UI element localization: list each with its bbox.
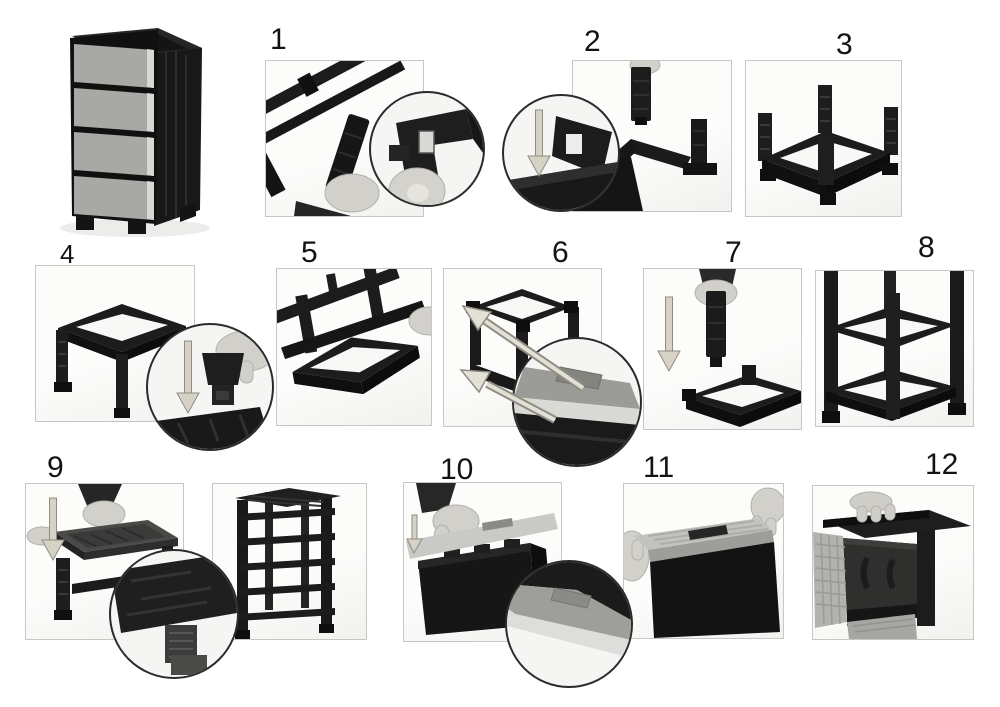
stacked-frame-tower-illustration	[822, 271, 966, 423]
drawer-front-detail-illustration	[507, 562, 631, 658]
frame-corner-and-hand-illustration	[266, 61, 406, 216]
step-1-magnifier-inset	[369, 91, 485, 207]
down-arrow-icon	[406, 514, 423, 555]
step-number-1: 1	[270, 23, 287, 56]
step-number-11: 11	[643, 451, 675, 484]
step-number-4: 4	[60, 239, 75, 269]
down-arrow-icon	[657, 296, 681, 373]
step-number-5: 5	[301, 236, 318, 269]
step-number-7: 7	[725, 236, 742, 269]
step-3-photo	[745, 60, 902, 217]
step-8-photo	[815, 270, 974, 427]
step-number-8: 8	[918, 231, 935, 264]
step-9-magnifier-inset	[109, 549, 239, 679]
down-arrow-icon	[527, 109, 551, 178]
assembled-frame-tower-illustration	[235, 488, 341, 639]
step-4-magnifier-inset	[146, 323, 274, 451]
step-10-magnifier-inset	[505, 560, 633, 688]
connector-cup-detail-illustration	[148, 330, 272, 449]
step-number-2: 2	[584, 25, 601, 58]
foot-detail-illustration	[111, 556, 237, 675]
post-drop-illustration	[657, 269, 801, 427]
drawer-insertion-illustration	[813, 491, 971, 639]
finished-product-photo	[40, 4, 240, 239]
step-12-photo	[812, 485, 974, 640]
step-number-6: 6	[552, 236, 569, 269]
step-number-12: 12	[925, 448, 959, 481]
step-number-3: 3	[836, 28, 853, 61]
step-11-photo	[623, 483, 784, 639]
press-front-panel-illustration	[624, 487, 783, 638]
step-7-photo	[643, 268, 802, 430]
top-tray-placement-illustration	[26, 484, 178, 620]
step-number-9: 9	[47, 451, 64, 484]
stacking-frames-illustration	[277, 269, 431, 395]
rail-slot-detail-illustration	[514, 366, 640, 465]
down-arrow-icon	[176, 340, 200, 415]
corner-lock-detail-illustration	[388, 109, 483, 205]
corner-insert-detail-illustration	[504, 109, 618, 210]
down-arrow-icon	[41, 497, 65, 562]
step-2-magnifier-inset	[502, 94, 620, 212]
step-6-magnifier-inset	[512, 337, 642, 467]
step-5-photo	[276, 268, 432, 426]
step-number-10: 10	[440, 453, 474, 486]
drawer-tower-illustration	[60, 28, 210, 237]
base-frame-illustration	[758, 85, 898, 205]
